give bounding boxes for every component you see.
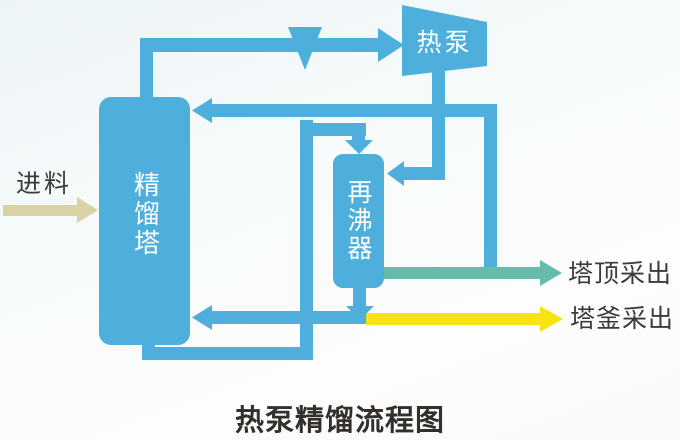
reboiler-label: 再沸器	[344, 179, 373, 263]
pipe-vapor-return	[211, 311, 367, 324]
bottom-product-label: 塔釜采出	[570, 304, 675, 333]
pipe-heatpump-down	[432, 64, 445, 176]
diagram-title: 热泵精馏流程图	[234, 403, 445, 437]
pipe-bottom-horizontal	[142, 347, 313, 360]
pipe-tower-top-riser	[140, 38, 153, 101]
arrowhead-into-heatpump-icon	[378, 28, 404, 62]
feed-arrowhead-icon	[77, 197, 98, 223]
arrowhead-into-reboiler-top-icon	[345, 140, 373, 154]
top-product-label: 塔顶采出	[568, 259, 673, 288]
feed-arrow	[3, 205, 78, 216]
pipe-overhead-horizontal	[140, 38, 380, 52]
bottom-product-arrow	[366, 313, 541, 325]
top-product-arrowhead-icon	[540, 260, 562, 286]
pipe-mid-riser	[300, 120, 313, 360]
arrowhead-into-reboiler-icon	[387, 161, 404, 186]
heat-pump-label: 热泵	[416, 27, 473, 57]
reboiler-node: 再沸器	[333, 154, 384, 288]
arrowhead-into-tower-bottom-icon	[192, 305, 212, 330]
top-product-arrow	[384, 267, 541, 279]
pipe-reflux-horizontal	[211, 104, 497, 117]
pipe-reboiler-bottom	[353, 286, 366, 307]
bottom-product-arrowhead-icon	[540, 306, 563, 332]
feed-label: 进料	[16, 169, 73, 198]
distillation-tower-node: 精馏塔	[99, 97, 190, 345]
arrowhead-into-tower-top-icon	[192, 98, 212, 123]
pipe-branch-to-reboiler	[302, 123, 366, 136]
pipe-reflux-downcomer	[484, 104, 497, 268]
tower-label: 精馏塔	[129, 170, 160, 258]
pipe-heatpump-elbow	[402, 167, 445, 180]
pipe-branch-drop	[352, 126, 365, 142]
